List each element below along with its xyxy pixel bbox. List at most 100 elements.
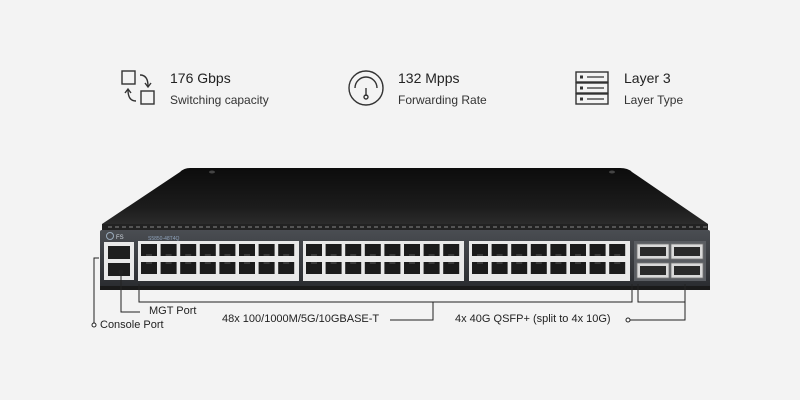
rj45-port: [589, 244, 606, 256]
rj45-port: [570, 244, 586, 256]
rj45-port: [472, 244, 488, 256]
rj45-port: [160, 262, 177, 274]
rj45-ports-label: 48x 100/1000M/5G/10GBASE-T: [222, 313, 380, 325]
rj45-port-latch: [311, 254, 317, 256]
rj45-port: [325, 262, 342, 274]
callout-lines: [91, 257, 686, 328]
qsfp-slot: [674, 266, 700, 275]
rj45-port-latch: [516, 254, 523, 256]
vent-hole: [598, 226, 602, 228]
vent-hole: [339, 226, 343, 228]
vent-hole: [493, 226, 497, 228]
rj45-port-latch: [594, 262, 601, 264]
vent-hole: [290, 226, 294, 228]
vent-hole: [430, 226, 434, 228]
rj45-port-latch: [428, 262, 435, 264]
rj45-port: [609, 244, 626, 256]
chassis-screw: [209, 170, 215, 174]
vent-hole: [388, 226, 392, 228]
vent-hole: [115, 226, 119, 228]
rj45-port-latch: [516, 262, 523, 264]
spec-switching-capacity: 176 Gbps Switching capacity: [118, 68, 269, 108]
vent-hole: [549, 226, 553, 228]
rj45-port: [364, 244, 381, 256]
vent-hole: [570, 226, 574, 228]
rj45-port-latch: [575, 262, 581, 264]
rj45-port: [530, 244, 547, 256]
rj45-port: [423, 262, 440, 274]
vent-hole: [507, 226, 511, 228]
vent-hole: [514, 226, 518, 228]
vent-hole: [479, 226, 483, 228]
vent-hole: [612, 226, 616, 228]
vent-hole: [269, 226, 273, 228]
vent-hole: [556, 226, 560, 228]
vent-holes: [108, 226, 707, 228]
vent-hole: [283, 226, 287, 228]
rj45-port-latch: [555, 254, 562, 256]
vent-hole: [605, 226, 609, 228]
rj45-port-latch: [146, 262, 152, 264]
model-label: S5850-48T4Q: [148, 236, 180, 242]
console-callout-dot: [91, 322, 97, 328]
vent-hole: [591, 226, 595, 228]
rj45-port-latch: [330, 262, 337, 264]
rj45-port-latch: [477, 254, 483, 256]
vent-hole: [171, 226, 175, 228]
vent-hole: [696, 226, 700, 228]
rj45-port: [443, 262, 460, 274]
rj45-port-latch: [283, 254, 290, 256]
rj45-port-latch: [185, 262, 192, 264]
vent-hole: [423, 226, 427, 228]
vent-hole: [640, 226, 644, 228]
vent-hole: [668, 226, 672, 228]
vent-hole: [213, 226, 217, 228]
vent-hole: [150, 226, 154, 228]
vent-hole: [199, 226, 203, 228]
mgt-port: [108, 246, 130, 259]
vent-hole: [437, 226, 441, 228]
spec-forwarding-rate: 132 Mpps Forwarding Rate: [346, 68, 487, 108]
rj45-port-latch: [283, 262, 290, 264]
vent-hole: [682, 226, 686, 228]
rj45-port: [160, 244, 177, 256]
qsfp-ports-label: 4x 40G QSFP+ (split to 4x 10G): [455, 313, 611, 325]
qsfp-callout-dot: [625, 317, 631, 323]
vent-hole: [444, 226, 448, 228]
vent-hole: [584, 226, 588, 228]
vent-hole: [185, 226, 189, 228]
rj45-port: [278, 244, 295, 256]
rj45-port: [384, 262, 401, 274]
rj45-bracket: [138, 284, 633, 303]
rj45-port-latch: [204, 262, 211, 264]
rj45-port-latch: [496, 254, 503, 256]
server-stack-icon: [575, 71, 609, 105]
vent-hole: [521, 226, 525, 228]
console-callout-line: [93, 257, 99, 325]
rj45-port-latch: [389, 254, 396, 256]
rj45-port: [258, 262, 275, 274]
mgt-callout-dot: [118, 269, 124, 275]
rj45-port: [239, 262, 255, 274]
vent-hole: [675, 226, 679, 228]
rj45-port-latch: [330, 254, 337, 256]
rj45-port-latch: [448, 262, 455, 264]
vent-hole: [220, 226, 224, 228]
chassis-top: [102, 168, 708, 224]
vent-hole: [157, 226, 161, 228]
rj45-port-latch: [224, 262, 231, 264]
mgt-callout-line: [120, 272, 140, 313]
rj45-port-latch: [428, 254, 435, 256]
vent-hole: [577, 226, 581, 228]
vent-hole: [654, 226, 658, 228]
vent-hole: [122, 226, 126, 228]
rj45-port-latch: [535, 262, 542, 264]
console-port-label: Console Port: [100, 319, 164, 331]
vent-hole: [276, 226, 280, 228]
rj45-port: [345, 262, 362, 274]
spec-label: Forwarding Rate: [398, 93, 487, 107]
rj45-port: [404, 262, 420, 274]
rj45-port-latch: [204, 254, 211, 256]
